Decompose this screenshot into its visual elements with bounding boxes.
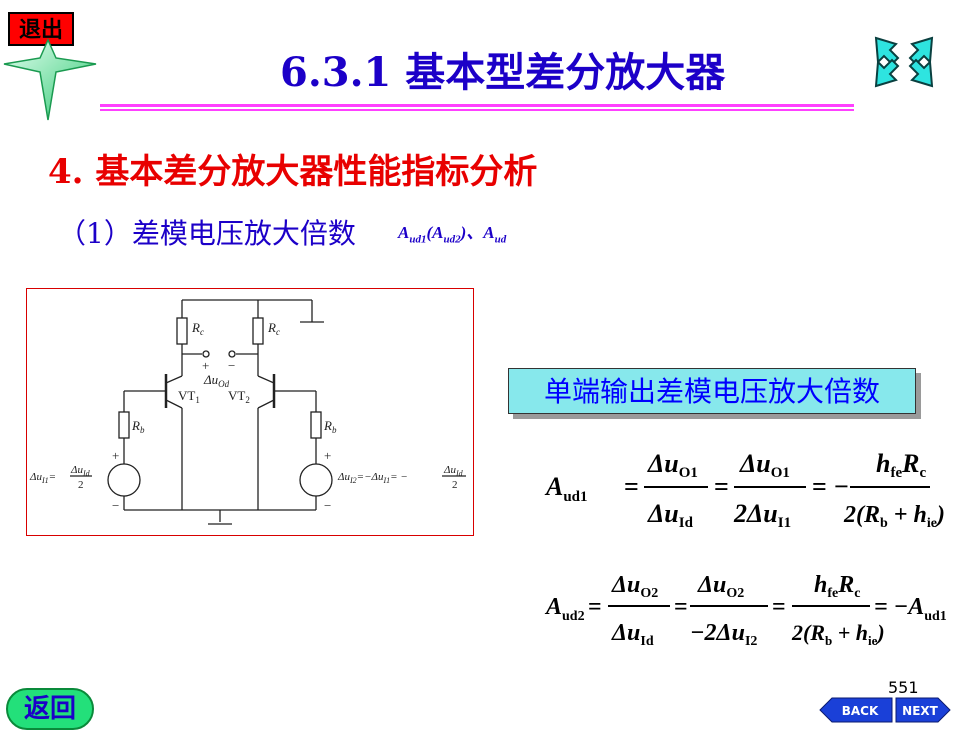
svg-text:Aud1: Aud1	[544, 472, 588, 505]
output-plus: +	[202, 358, 209, 373]
input-left-label: ΔuI1=	[29, 471, 56, 485]
input-right-numerator: ΔuId	[443, 464, 464, 478]
svg-text:ΔuId: ΔuId	[647, 499, 694, 531]
input-right-denominator: 2	[452, 479, 458, 491]
equation-aud1: Aud1 = ΔuO1 ΔuId = ΔuO1 2ΔuI1 = − hfeRc …	[544, 449, 945, 531]
output-terminal-left	[202, 350, 210, 358]
svg-text:2(Rb + hie): 2(Rb + hie)	[843, 502, 945, 531]
output-label: ΔuOd	[203, 372, 230, 389]
svg-text:−2ΔuI2: −2ΔuI2	[690, 620, 757, 649]
svg-text:ΔuO1: ΔuO1	[739, 449, 790, 481]
svg-text:= −Aud1: = −Aud1	[874, 594, 947, 624]
resistor-rc-right	[252, 317, 264, 345]
svg-text:hfeRc: hfeRc	[876, 449, 926, 481]
source-left-plus: +	[112, 448, 119, 463]
svg-text:2(Rb + hie): 2(Rb + hie)	[791, 620, 885, 648]
output-terminal-right	[228, 350, 236, 358]
input-left-denominator: 2	[78, 479, 84, 491]
source-right-plus: +	[324, 448, 331, 463]
output-minus: −	[228, 358, 235, 373]
resistor-rb-right	[310, 411, 322, 439]
rc-right-label: Rc	[267, 320, 280, 337]
circuit-diagram-frame	[26, 288, 474, 536]
vt2-label: VT2	[228, 388, 250, 405]
return-button[interactable]: 返回	[6, 688, 94, 730]
star-logo-icon	[3, 38, 97, 121]
svg-text:ΔuO2: ΔuO2	[697, 572, 744, 601]
exit-button[interactable]: 退出	[8, 12, 74, 46]
single-ended-gain-label: 单端输出差模电压放大倍数	[508, 368, 916, 414]
svg-text:=: =	[772, 594, 786, 620]
resistor-rc-left	[176, 317, 188, 345]
svg-text:ΔuO1: ΔuO1	[647, 449, 698, 481]
resistor-rb-left	[118, 411, 130, 439]
title-divider	[100, 104, 854, 111]
input-left-numerator: ΔuId	[70, 464, 91, 478]
voltage-source-right	[299, 463, 333, 497]
differential-amplifier-circuit: Rc Rc + − ΔuOd VT1 VT2 Rb Rb + − + − ΔuI…	[29, 299, 466, 525]
section-heading: 4. 基本差分放大器性能指标分析	[48, 152, 538, 192]
source-left-minus: −	[112, 498, 119, 513]
rc-left-label: Rc	[191, 320, 204, 337]
svg-text:hfeRc: hfeRc	[814, 572, 860, 601]
svg-text:ΔuId: ΔuId	[611, 620, 654, 649]
input-right-label: ΔuI2=−ΔuI1= −	[337, 471, 408, 485]
rb-right-label: Rb	[323, 418, 337, 435]
subheading-formula: Aud1(Aud2)、Aud	[398, 223, 507, 246]
page-number: 551	[888, 678, 919, 697]
back-button[interactable]: BACK	[819, 696, 893, 724]
source-right-minus: −	[324, 498, 331, 513]
svg-text:=: =	[812, 472, 827, 501]
svg-text:=: =	[674, 594, 688, 620]
equation-aud2: Aud2 = ΔuO2 ΔuId = ΔuO2 −2ΔuI2 = hfeRc 2…	[544, 572, 947, 649]
svg-text:Aud2: Aud2	[544, 594, 585, 624]
next-button-label: NEXT	[902, 704, 938, 718]
svg-text:=: =	[588, 594, 602, 620]
svg-text:2ΔuI1: 2ΔuI1	[733, 499, 791, 531]
navigation-arrows-icon[interactable]	[868, 30, 940, 92]
svg-text:=: =	[714, 472, 729, 501]
vt1-label: VT1	[178, 388, 200, 405]
subheading: （1）差模电压放大倍数	[58, 217, 356, 250]
svg-text:ΔuO2: ΔuO2	[611, 572, 658, 601]
next-button[interactable]: NEXT	[895, 696, 951, 724]
svg-text:−: −	[834, 472, 849, 501]
page-title: 6.3.1 基本型差分放大器	[280, 49, 726, 96]
svg-text:=: =	[624, 472, 639, 501]
voltage-source-left	[107, 463, 141, 497]
back-button-label: BACK	[842, 704, 879, 718]
rb-left-label: Rb	[131, 418, 145, 435]
